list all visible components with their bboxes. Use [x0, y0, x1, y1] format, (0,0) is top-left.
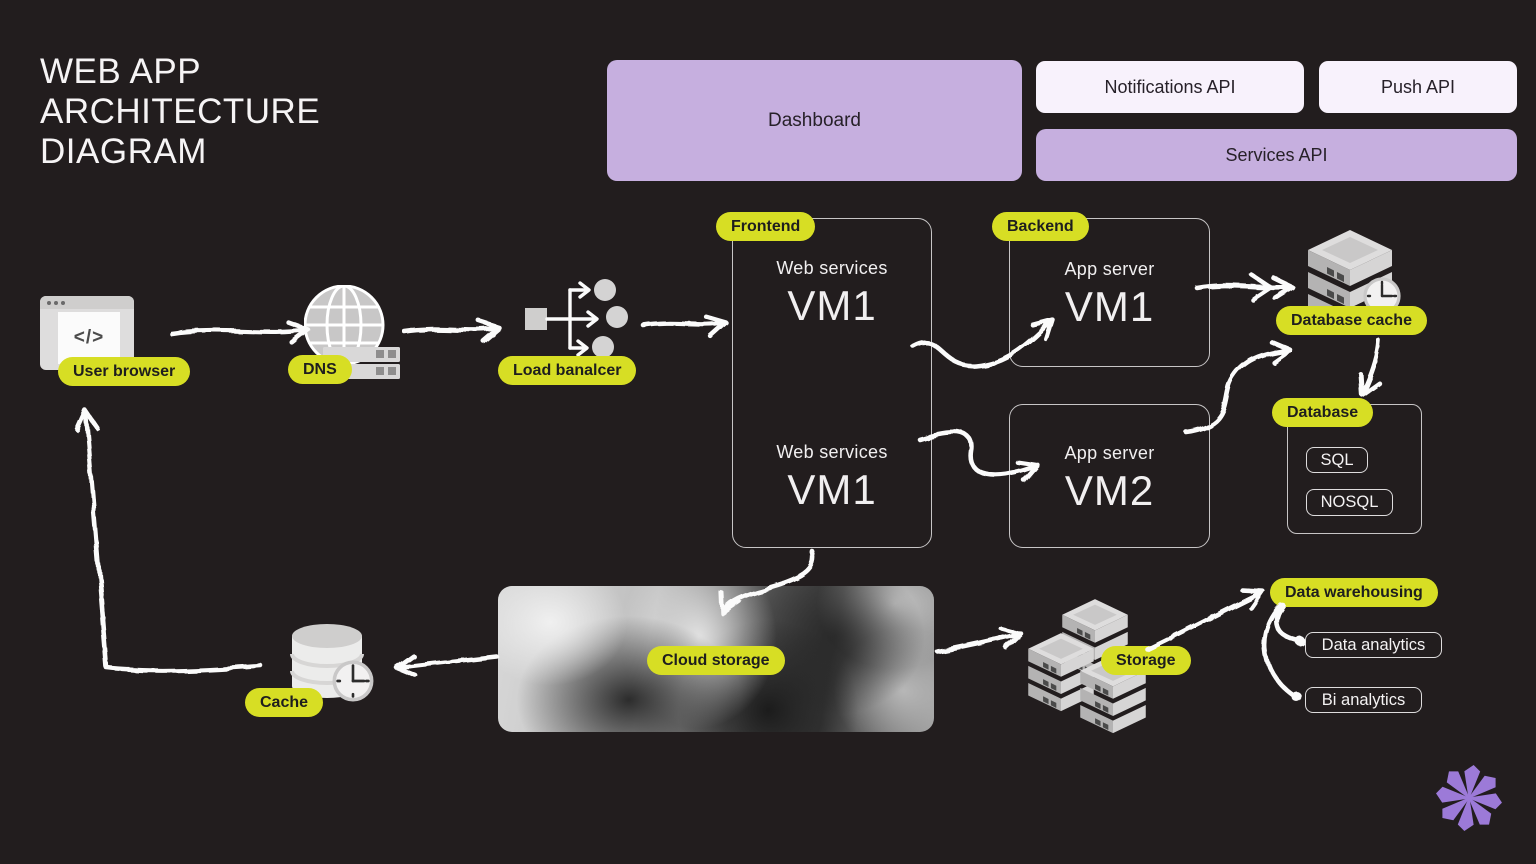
bi-analytics-label: Bi analytics [1321, 690, 1406, 709]
arrow-warehousing-to-bi-analytics [1261, 602, 1297, 699]
database-cache-pill: Database cache [1276, 306, 1427, 335]
nosql-label: NOSQL [1320, 493, 1379, 511]
arrow-storage-to-warehousing [1144, 587, 1266, 652]
load-balancer-pill: Load banalcer [498, 356, 637, 385]
push-api-box: Push API [1319, 61, 1517, 113]
data-analytics-label: Data analytics [1321, 635, 1426, 654]
arrow-browser-to-dns [169, 320, 311, 345]
cloud-storage-pill: Cloud storage [647, 646, 785, 675]
services-api-label: Services API [1225, 144, 1328, 165]
arrow-dbcache-to-database [1358, 338, 1382, 398]
services-api-box: Services API [1036, 129, 1517, 181]
storage-pill: Storage [1101, 646, 1191, 675]
vm-sub-label: Web services [776, 258, 888, 278]
database-pill: Database [1272, 398, 1374, 427]
frontend-pill: Frontend [716, 212, 816, 241]
push-api-label: Push API [1380, 76, 1456, 97]
user-browser-pill: User browser [58, 357, 191, 386]
backend-pill: Backend [992, 212, 1089, 241]
dashboard-box: Dashboard [607, 60, 1022, 181]
arrow-cache-to-browser [75, 408, 264, 673]
clock-icon [332, 660, 374, 702]
page-title: WEB APP ARCHITECTURE DIAGRAM [40, 52, 321, 171]
arrow-vm1-to-dbcache [1194, 275, 1295, 301]
web-services-vm-bottom: Web services VM1 [732, 442, 932, 514]
web-services-vm-top: Web services VM1 [732, 258, 932, 330]
arrow-vm1-to-dbcache-chevron [1249, 272, 1273, 302]
browser-window-icon: </> [40, 296, 134, 370]
sql-box: SQL [1306, 447, 1368, 473]
app-server-vm1: App server VM1 [1009, 259, 1210, 331]
data-warehousing-pill: Data warehousing [1270, 578, 1438, 607]
asterisk-logo [1436, 765, 1502, 831]
vm-name: VM1 [787, 282, 877, 329]
vm-sub-label: Web services [776, 442, 888, 462]
vm-name: VM1 [787, 466, 877, 513]
vm-sub-label: App server [1064, 259, 1155, 279]
browser-titlebar [40, 296, 134, 309]
vm-sub-label: App server [1064, 443, 1155, 463]
backend-vm1-box [1009, 218, 1210, 367]
data-analytics-box: Data analytics [1305, 632, 1442, 658]
dns-pill: DNS [288, 355, 352, 384]
arrow-warehousing-to-data-analytics [1274, 602, 1300, 644]
cache-pill: Cache [245, 688, 324, 717]
app-server-vm2: App server VM2 [1009, 443, 1210, 515]
frontend-box [732, 218, 932, 548]
browser-code-glyph: </> [58, 312, 120, 364]
notifications-api-box: Notifications API [1036, 61, 1304, 113]
arrow-dns-to-lb [401, 319, 502, 344]
arrow-lb-to-frontend [641, 314, 729, 339]
arrow-cloud-to-cache [394, 653, 500, 679]
bi-analytics-box: Bi analytics [1305, 687, 1422, 713]
nosql-box: NOSQL [1306, 489, 1393, 516]
sql-label: SQL [1320, 450, 1354, 469]
load-balancer-icon [525, 279, 628, 358]
vm-name: VM1 [1064, 283, 1155, 330]
notifications-api-label: Notifications API [1104, 76, 1236, 97]
vm-name: VM2 [1064, 467, 1155, 514]
dashboard-label: Dashboard [768, 109, 861, 131]
arrow-cloud-to-storage [935, 626, 1024, 655]
